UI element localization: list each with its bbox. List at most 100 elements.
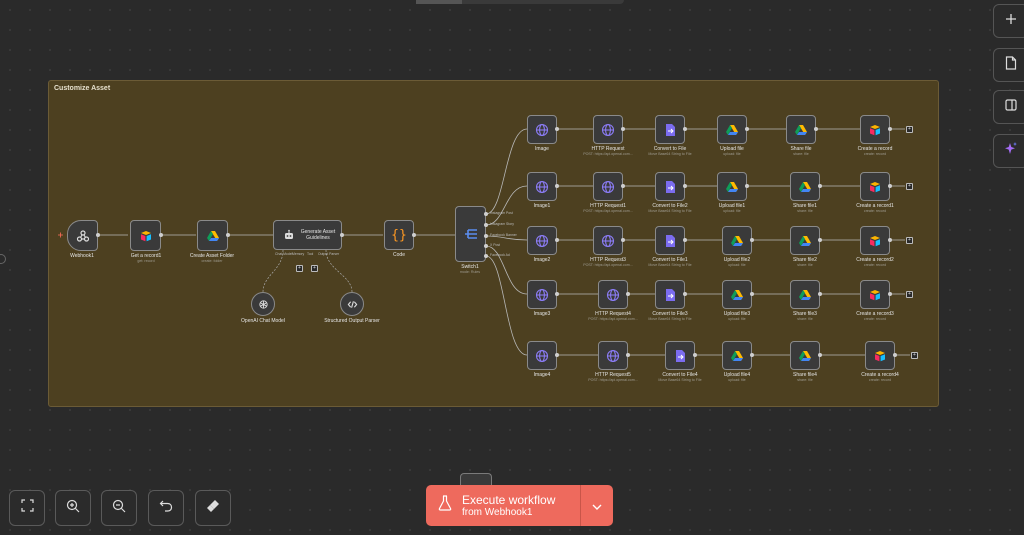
hidden-node-peek[interactable]: [460, 473, 492, 488]
output-handle[interactable]: [226, 233, 230, 237]
canvas-edge-handle[interactable]: [0, 254, 6, 264]
output-handle[interactable]: [555, 292, 559, 296]
execute-options-toggle[interactable]: [581, 497, 613, 515]
switch-output-handle[interactable]: [484, 212, 488, 216]
add-next-node-button[interactable]: +: [906, 183, 913, 190]
zoom-in-button[interactable]: [55, 490, 91, 526]
share-file-node[interactable]: [790, 226, 820, 255]
convert-to-file-node[interactable]: [665, 341, 695, 370]
tidy-up-button[interactable]: [195, 490, 231, 526]
openai-chat-model-node[interactable]: [251, 292, 275, 316]
image-node[interactable]: [527, 115, 557, 144]
execute-workflow-button[interactable]: Execute workflow from Webhook1: [426, 485, 613, 526]
switch-output-handle[interactable]: [484, 244, 488, 248]
output-handle[interactable]: [818, 353, 822, 357]
image-node[interactable]: [527, 280, 557, 309]
output-handle[interactable]: [555, 184, 559, 188]
image-node[interactable]: [527, 172, 557, 201]
output-handle[interactable]: [693, 353, 697, 357]
add-sticky-button[interactable]: [993, 48, 1024, 82]
output-handle[interactable]: [555, 353, 559, 357]
output-handle[interactable]: [96, 233, 100, 237]
output-handle[interactable]: [683, 238, 687, 242]
output-handle[interactable]: [683, 127, 687, 131]
output-handle[interactable]: [893, 353, 897, 357]
create-record-node[interactable]: [860, 226, 890, 255]
http-request-node[interactable]: [598, 341, 628, 370]
add-next-node-button[interactable]: +: [906, 126, 913, 133]
toggle-panel-button[interactable]: [993, 90, 1024, 124]
upload-file-node[interactable]: [722, 226, 752, 255]
output-handle[interactable]: [683, 184, 687, 188]
add-next-node-button[interactable]: +: [911, 352, 918, 359]
output-handle[interactable]: [888, 184, 892, 188]
add-node-button[interactable]: [993, 4, 1024, 38]
get-record-node[interactable]: [130, 220, 161, 251]
output-handle[interactable]: [745, 127, 749, 131]
create-record-node[interactable]: [860, 280, 890, 309]
http-request-node[interactable]: [598, 280, 628, 309]
output-handle[interactable]: [412, 233, 416, 237]
create-record-node[interactable]: [860, 172, 890, 201]
output-handle[interactable]: [626, 353, 630, 357]
create-folder-node[interactable]: [197, 220, 228, 251]
convert-to-file-node[interactable]: [655, 115, 685, 144]
create-record-node[interactable]: [865, 341, 895, 370]
output-handle[interactable]: [555, 127, 559, 131]
top-tab-handle[interactable]: [416, 0, 462, 4]
output-handle[interactable]: [750, 292, 754, 296]
upload-file-node[interactable]: [722, 341, 752, 370]
upload-file-node[interactable]: [717, 172, 747, 201]
output-handle[interactable]: [818, 292, 822, 296]
output-handle[interactable]: [621, 238, 625, 242]
http-request-node[interactable]: [593, 226, 623, 255]
upload-file-node[interactable]: [717, 115, 747, 144]
image-node[interactable]: [527, 341, 557, 370]
output-handle[interactable]: [340, 233, 344, 237]
http-request-node[interactable]: [593, 172, 623, 201]
output-handle[interactable]: [750, 353, 754, 357]
switch-output-handle[interactable]: [484, 223, 488, 227]
add-next-node-button[interactable]: +: [906, 291, 913, 298]
fit-view-button[interactable]: [9, 490, 45, 526]
zoom-out-button[interactable]: [101, 490, 137, 526]
http-request-node[interactable]: [593, 115, 623, 144]
convert-to-file-node[interactable]: [655, 172, 685, 201]
output-handle[interactable]: [159, 233, 163, 237]
share-file-node[interactable]: [790, 341, 820, 370]
structured-output-parser-node[interactable]: [340, 292, 364, 316]
undo-button[interactable]: [148, 490, 184, 526]
output-handle[interactable]: [888, 238, 892, 242]
output-handle[interactable]: [626, 292, 630, 296]
output-handle[interactable]: [750, 238, 754, 242]
output-handle[interactable]: [814, 127, 818, 131]
create-record-node[interactable]: [860, 115, 890, 144]
ai-agent-node[interactable]: Generate Asset Guidelines: [273, 220, 342, 250]
output-handle[interactable]: [621, 184, 625, 188]
share-file-node[interactable]: [786, 115, 816, 144]
switch-output-handle[interactable]: [484, 254, 488, 258]
share-file-node[interactable]: [790, 280, 820, 309]
add-tool-button[interactable]: +: [311, 265, 318, 272]
output-handle[interactable]: [888, 127, 892, 131]
switch-output-handle[interactable]: [484, 234, 488, 238]
add-next-node-button[interactable]: +: [906, 237, 913, 244]
output-handle[interactable]: [555, 238, 559, 242]
switch-node[interactable]: [455, 206, 486, 262]
top-tab-bar[interactable]: [416, 0, 624, 4]
code-node[interactable]: {}: [384, 220, 414, 250]
convert-to-file-node[interactable]: [655, 226, 685, 255]
ai-assistant-button[interactable]: [993, 134, 1024, 168]
output-handle[interactable]: [683, 292, 687, 296]
convert-to-file-node[interactable]: [655, 280, 685, 309]
output-handle[interactable]: [888, 292, 892, 296]
output-handle[interactable]: [818, 238, 822, 242]
output-handle[interactable]: [745, 184, 749, 188]
add-memory-button[interactable]: +: [296, 265, 303, 272]
output-handle[interactable]: [621, 127, 625, 131]
webhook-node[interactable]: [67, 220, 98, 251]
share-file-node[interactable]: [790, 172, 820, 201]
output-handle[interactable]: [818, 184, 822, 188]
image-node[interactable]: [527, 226, 557, 255]
upload-file-node[interactable]: [722, 280, 752, 309]
